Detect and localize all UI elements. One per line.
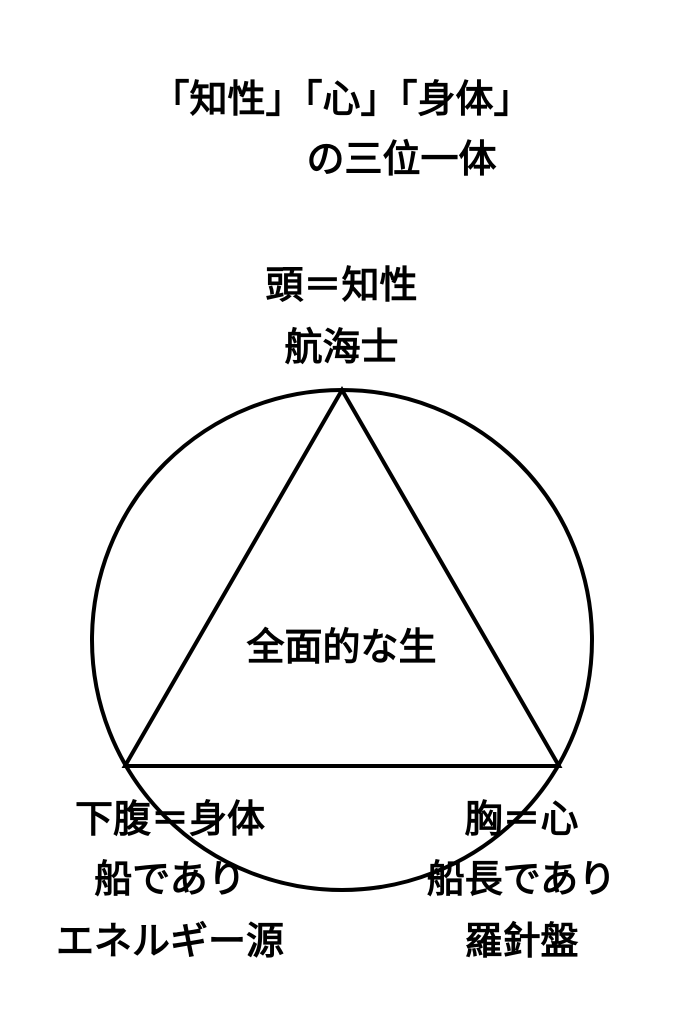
- top-vertex-label: 頭＝知性: [265, 263, 418, 307]
- bottom-right-vertex-role: 船長であり: [426, 857, 617, 901]
- bottom-right-vertex-label: 胸＝心: [464, 797, 579, 841]
- title-line-1: 「知性」「心」「身体」: [151, 77, 532, 121]
- bottom-left-vertex-label: 下腹＝身体: [74, 797, 265, 841]
- inscribed-triangle: [121, 385, 563, 768]
- top-vertex-role: 航海士: [284, 325, 399, 369]
- bottom-left-vertex-role-2: エネルギー源: [55, 919, 284, 963]
- bottom-right-vertex-role-2: 羅針盤: [464, 919, 579, 963]
- title-line-2: の三位一体: [306, 137, 497, 181]
- center-label: 全面的な生: [246, 625, 437, 669]
- bottom-left-vertex-role: 船であり: [94, 857, 246, 901]
